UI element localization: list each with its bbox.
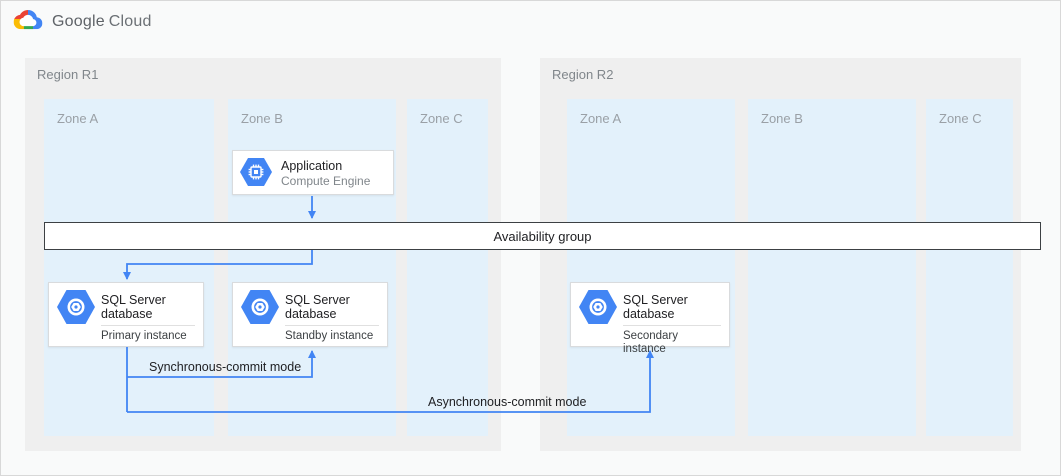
- google-cloud-logo-icon: [13, 10, 43, 30]
- cloud-sql-icon: [57, 290, 95, 324]
- application-node: Application Compute Engine: [232, 150, 394, 195]
- zone-label: Zone C: [420, 111, 463, 126]
- node-title: SQL Server database: [285, 293, 350, 321]
- region-r2-zone-c: Zone C: [926, 99, 1013, 436]
- sql-node-secondary: SQL Server database Secondary instance: [570, 282, 730, 355]
- cloud-sql-icon: [241, 290, 279, 324]
- zone-label: Zone B: [761, 111, 803, 126]
- node-instance-label: Primary instance: [101, 330, 187, 342]
- region-r2-label: Region R2: [552, 67, 614, 82]
- region-r2-zone-b: Zone B: [748, 99, 916, 436]
- edge-label-sync: Synchronous-commit mode: [149, 360, 302, 374]
- zone-label: Zone A: [580, 111, 622, 126]
- edge-label-async: Asynchronous-commit mode: [428, 395, 587, 409]
- zone-label: Zone B: [241, 111, 283, 126]
- node-divider: [101, 325, 195, 326]
- availability-group-bar: Availability group: [44, 222, 1041, 250]
- logo-product-text: Cloud: [108, 13, 152, 30]
- logo-brand-text: Google: [52, 13, 105, 30]
- node-divider: [285, 325, 379, 326]
- region-r1-zone-a: Zone A: [44, 99, 214, 436]
- cloud-sql-icon: [579, 290, 617, 324]
- region-r1-label: Region R1: [37, 67, 99, 82]
- node-instance-label: Secondary instance: [623, 330, 678, 355]
- application-title: Application: [281, 159, 343, 173]
- node-title: SQL Server database: [623, 293, 688, 321]
- node-divider: [623, 325, 721, 326]
- application-subtitle: Compute Engine: [281, 174, 371, 188]
- region-r2-zone-a: Zone A: [567, 99, 735, 436]
- sql-node-primary: SQL Server database Primary instance: [48, 282, 204, 347]
- node-instance-label: Standby instance: [285, 330, 374, 342]
- node-title: SQL Server database: [101, 293, 166, 321]
- region-r1-zone-c: Zone C: [407, 99, 488, 436]
- zone-label: Zone A: [57, 111, 99, 126]
- zone-label: Zone C: [939, 111, 982, 126]
- availability-group-label: Availability group: [493, 228, 592, 244]
- sql-node-standby: SQL Server database Standby instance: [232, 282, 388, 347]
- compute-engine-icon: [240, 158, 272, 186]
